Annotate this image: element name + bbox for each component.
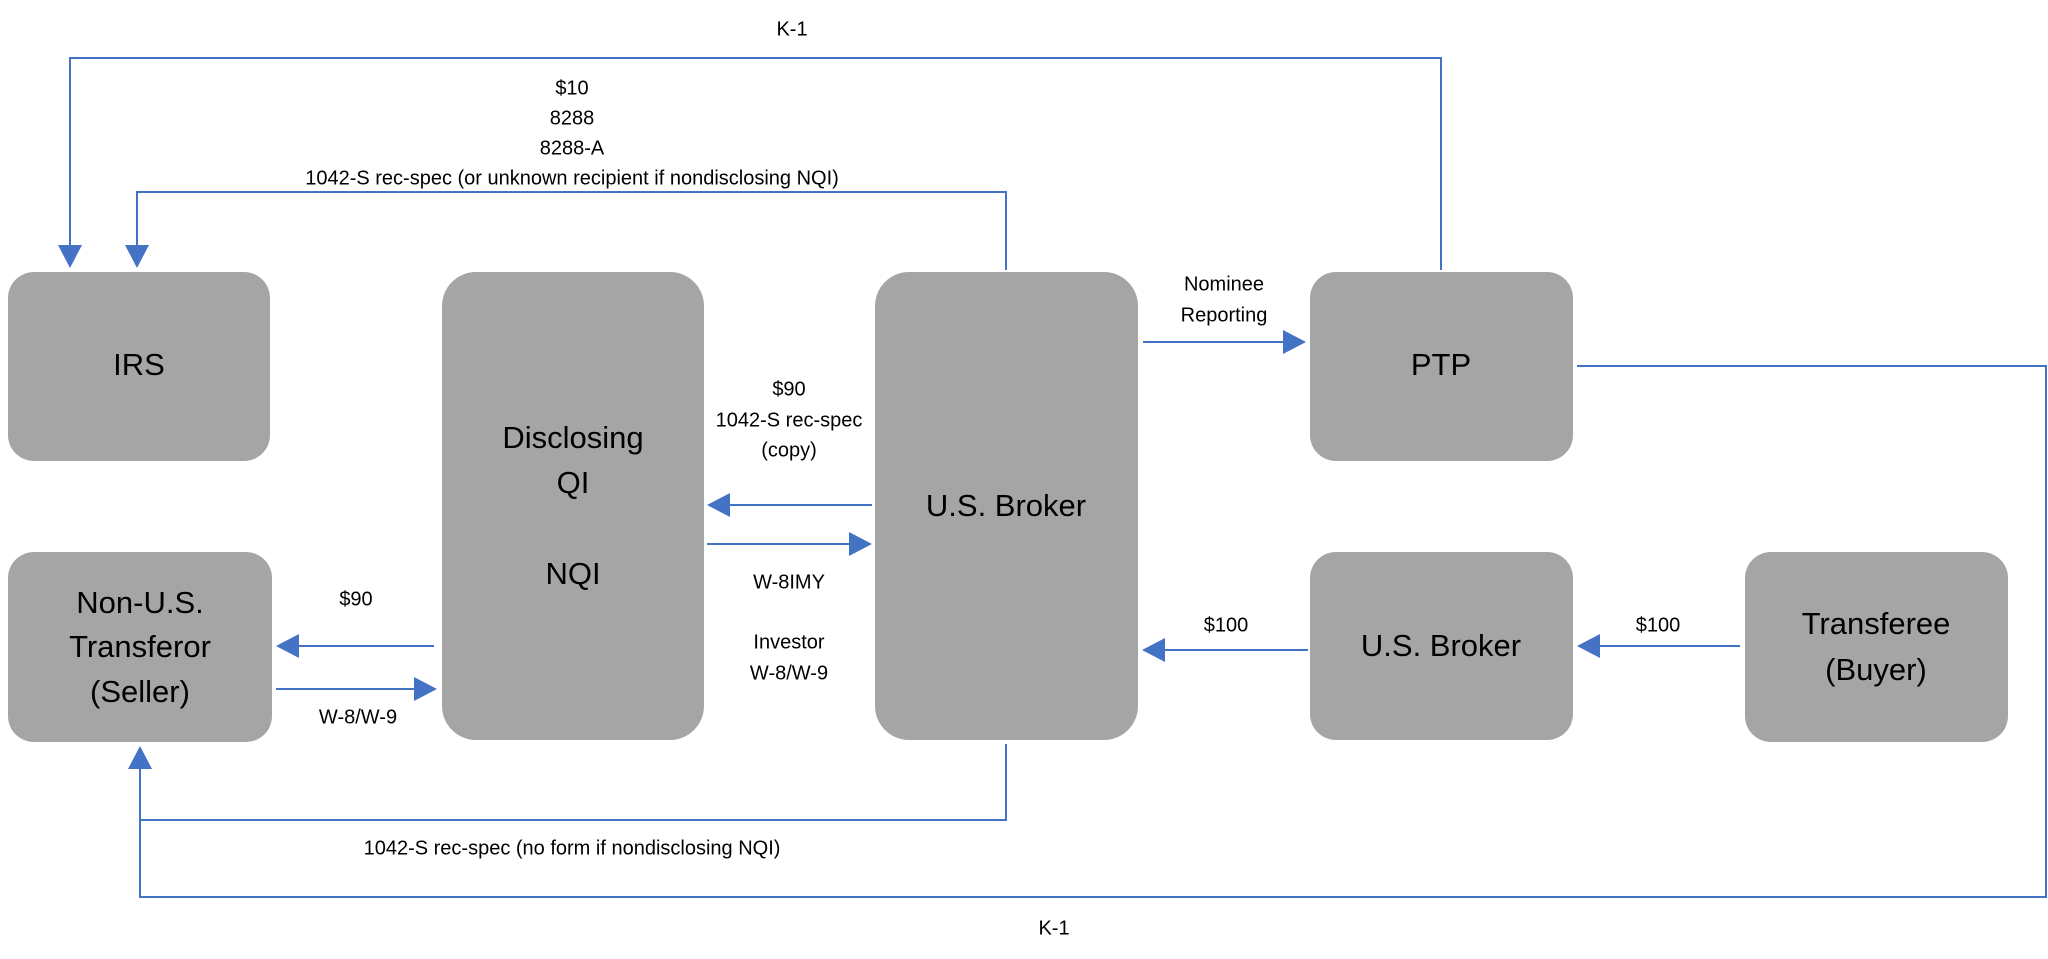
node-ptp: PTP	[1310, 272, 1573, 461]
node-box	[875, 272, 1138, 740]
arrowhead-right-icon	[414, 677, 437, 701]
node-transferee: Transferee (Buyer)	[1745, 552, 2008, 742]
edge-label: 1042-S rec-spec (or unknown recipient if…	[305, 167, 839, 189]
edge-label: 1042-S rec-spec (no form if nondisclosin…	[364, 837, 781, 859]
edge-broker-to-qi: $90 1042-S rec-spec (copy)	[707, 378, 872, 517]
edge-qi-to-seller: $90	[276, 588, 434, 658]
edge-label: W-8/W-9	[750, 662, 828, 684]
edge-label: 8288	[550, 107, 595, 129]
edge-label: $100	[1636, 614, 1681, 636]
arrowhead-right-icon	[1283, 330, 1306, 354]
edge-nominee-reporting: Nominee Reporting	[1143, 273, 1306, 354]
node-label: U.S. Broker	[1361, 628, 1521, 663]
node-us-broker-center: U.S. Broker	[875, 272, 1138, 740]
edge-buyer-to-broker: $100	[1577, 614, 1740, 658]
arrowhead-right-icon	[849, 532, 872, 556]
edge-label: $10	[555, 77, 588, 99]
arrowhead-up-icon	[128, 746, 152, 769]
node-label: IRS	[113, 347, 165, 382]
node-label: Non-U.S.	[76, 585, 203, 620]
edge-label: Investor	[753, 631, 824, 653]
node-label: QI	[557, 465, 590, 500]
connector-line	[140, 744, 1007, 821]
edge-label: (copy)	[761, 439, 817, 461]
edge-label: 8288-A	[540, 137, 605, 159]
node-label: PTP	[1411, 347, 1471, 382]
edge-broker-to-seller: 1042-S rec-spec (no form if nondisclosin…	[140, 744, 1007, 859]
node-box	[1745, 552, 2008, 742]
edge-label: Nominee	[1184, 273, 1264, 295]
node-label: Disclosing	[502, 420, 643, 455]
edge-label: K-1	[776, 18, 807, 40]
node-label: U.S. Broker	[926, 488, 1086, 523]
edge-k1-to-seller: K-1	[128, 365, 2047, 939]
edge-label: 1042-S rec-spec	[716, 409, 863, 431]
node-box	[1310, 552, 1573, 740]
node-label: Transferor	[69, 629, 211, 664]
node-us-broker-right: U.S. Broker	[1310, 552, 1573, 740]
node-box	[442, 272, 704, 740]
node-irs: IRS	[8, 272, 270, 461]
node-label: Transferee	[1802, 606, 1951, 641]
arrowhead-down-icon	[58, 245, 82, 268]
arrowhead-left-icon	[707, 493, 730, 517]
node-label: (Seller)	[90, 674, 190, 709]
node-label: NQI	[545, 556, 600, 591]
node-disclosing-qi-nqi: Disclosing QI NQI	[442, 272, 704, 740]
node-box	[8, 552, 272, 742]
node-box	[1310, 272, 1573, 461]
edge-label: W-8/W-9	[319, 706, 397, 728]
edge-label: $90	[339, 588, 372, 610]
edge-label: Reporting	[1181, 304, 1268, 326]
arrowhead-left-icon	[1577, 634, 1600, 658]
arrowhead-left-icon	[1142, 638, 1165, 662]
node-box	[8, 272, 270, 461]
edge-label: K-1	[1038, 917, 1069, 939]
connector-line	[139, 365, 2047, 898]
edge-broker-to-irs: $10 8288 8288-A 1042-S rec-spec (or unkn…	[125, 77, 1007, 270]
edge-label: W-8IMY	[753, 571, 825, 593]
edge-label: $100	[1204, 614, 1249, 636]
arrowhead-left-icon	[276, 634, 299, 658]
edge-broker-right-to-center: $100	[1142, 614, 1308, 662]
edge-k1-to-irs: K-1	[58, 18, 1442, 270]
connector-line	[136, 191, 1007, 270]
node-non-us-transferor: Non-U.S. Transferor (Seller)	[8, 552, 272, 742]
arrowhead-down-icon	[125, 245, 149, 268]
edge-qi-to-broker: W-8IMY Investor W-8/W-9	[707, 532, 872, 684]
connector-line	[69, 57, 1442, 270]
node-label: (Buyer)	[1825, 652, 1927, 687]
edge-seller-to-qi: W-8/W-9	[276, 677, 437, 728]
edge-label: $90	[772, 378, 805, 400]
